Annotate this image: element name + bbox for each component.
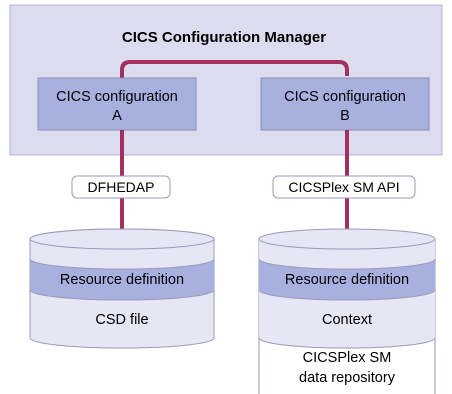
api-b-label-box (272, 175, 416, 199)
data-repository-cylinder (258, 228, 436, 394)
api-a-label-box (71, 175, 171, 199)
store-a-band-label: Resource definition (60, 272, 184, 288)
page-title: CICS Configuration Manager (122, 29, 326, 46)
config-a-label-line1: CICS configuration (56, 89, 178, 105)
config-a-label-line2: A (112, 108, 122, 124)
config-b-label-line1: CICS configuration (284, 89, 406, 105)
config-b-label-line2: B (340, 108, 350, 124)
store-b-band-label: Resource definition (285, 272, 409, 288)
store-b-name: Context (322, 312, 372, 328)
store-b-caption-line1: CICSPlex SM (303, 350, 392, 366)
csd-file-cylinder (29, 228, 215, 349)
store-b-caption-line2: data repository (299, 370, 396, 386)
api-b-label: CICSPlex SM API (288, 179, 399, 195)
connector-line (120, 60, 349, 152)
config-a-box (37, 77, 197, 131)
api-a-label: DFHEDAP (88, 179, 155, 195)
store-a-name: CSD file (95, 312, 148, 328)
